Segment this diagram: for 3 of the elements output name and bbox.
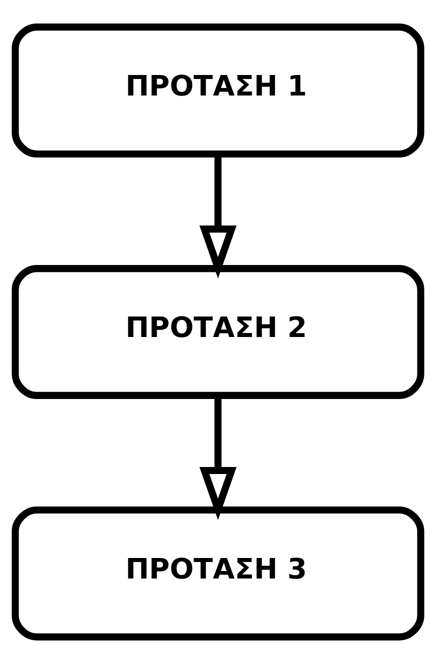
node-box: ΠΡΟΤΑΣΗ 2 xyxy=(12,264,424,398)
node-box: ΠΡΟΤΑΣΗ 1 xyxy=(12,23,424,157)
node-box: ΠΡΟΤΑΣΗ 3 xyxy=(12,506,424,640)
